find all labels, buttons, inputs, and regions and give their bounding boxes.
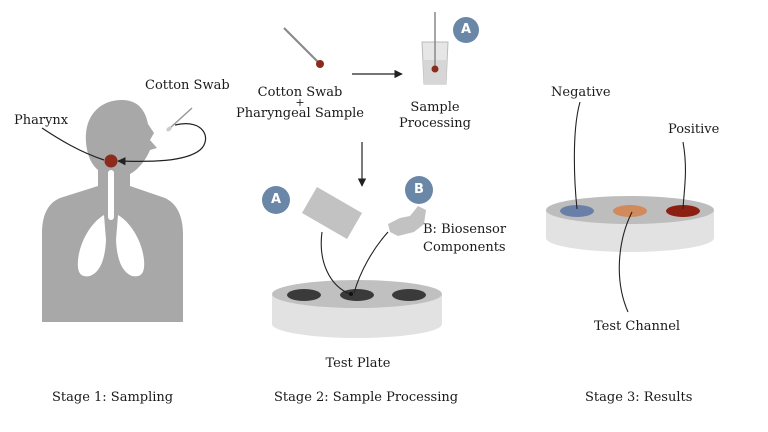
positive-label: Positive (668, 122, 720, 137)
negative-pointer (573, 101, 581, 210)
stage2-caption: Stage 2: Sample Processing (274, 390, 459, 405)
badge-b-text: B (414, 182, 424, 197)
pharynx-pointer (41, 127, 105, 161)
positive-well (666, 205, 700, 217)
badge-a-bottom-text: A (270, 192, 282, 207)
reagent-b-container (388, 206, 426, 236)
badge-a-top-text: A (460, 22, 472, 37)
swab-loop-arrow (117, 123, 207, 166)
sample-tube (421, 12, 449, 85)
swab-sample-plus: + (295, 96, 305, 109)
negative-well (560, 205, 594, 217)
stage1-caption: Stage 1: Sampling (52, 390, 174, 405)
negative-label: Negative (551, 85, 611, 100)
biosensor-label-line1: B: Biosensor (423, 222, 507, 237)
cotton-swab-label: Cotton Swab (145, 78, 230, 93)
badge-a-bottom (262, 186, 290, 214)
swab-stage1 (166, 107, 193, 132)
positive-pointer (682, 141, 686, 210)
stage3-caption: Stage 3: Results (585, 390, 693, 405)
sample-processing-label-line1: Sample (410, 100, 460, 115)
badge-b (405, 176, 433, 204)
sample-processing-label-line2: Processing (399, 116, 471, 131)
lungs-trachea (77, 170, 145, 277)
reagent-a-flow (320, 231, 351, 295)
pharynx-marker (104, 154, 118, 168)
swab-with-sample (283, 27, 324, 68)
biosensor-label-line2: Components (423, 240, 506, 255)
badge-a-top (453, 17, 479, 43)
swab-sample-label-line2: Pharyngeal Sample (235, 106, 364, 121)
center-well-dot (349, 292, 353, 296)
reagent-a-container (301, 187, 363, 239)
test-channel-pointer (618, 211, 633, 313)
test-plate-label: Test Plate (325, 356, 391, 371)
results-plate (546, 196, 714, 252)
swab-sample-label-line1: Cotton Swab (257, 85, 343, 100)
test-channel-well (613, 205, 647, 217)
test-channel-label: Test Channel (594, 319, 681, 334)
reagent-b-flow (353, 231, 389, 294)
test-plate (272, 280, 442, 338)
pharynx-label: Pharynx (14, 113, 69, 128)
